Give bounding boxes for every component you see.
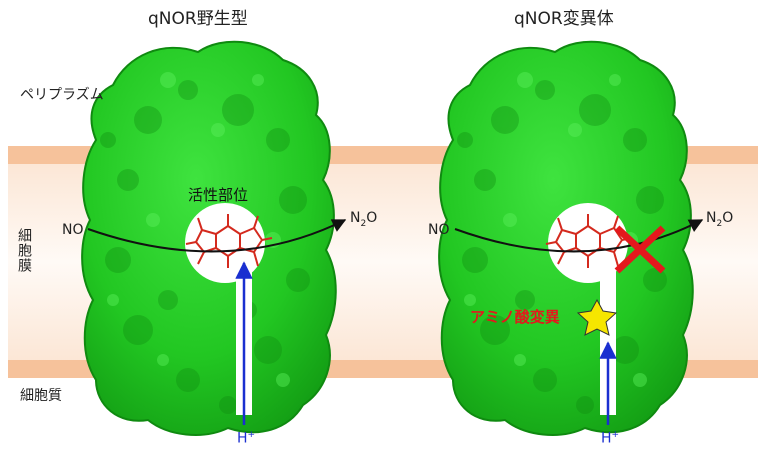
label-proton-wild-type: H+	[237, 430, 256, 447]
label-membrane: 細胞膜	[16, 228, 32, 273]
label-no-mutant: NO	[428, 222, 450, 238]
label-active-site: 活性部位	[188, 186, 249, 204]
no-reaction-arrow-mutant	[454, 219, 704, 253]
label-n2o-mutant: N2O	[706, 210, 734, 229]
label-proton-mutant: H+	[601, 430, 620, 447]
title-wild-type: qNOR野生型	[148, 9, 248, 29]
title-mutant: qNOR変異体	[514, 9, 614, 29]
no-reaction-arrow-wild-type	[87, 219, 347, 253]
proton-channel-mutant	[600, 265, 616, 415]
label-no-wild-type: NO	[62, 222, 84, 238]
label-periplasm: ペリプラズム	[20, 87, 104, 103]
yellow-star-icon	[576, 298, 618, 336]
red-cross-icon	[614, 225, 666, 274]
label-n2o-wild-type: N2O	[350, 210, 378, 229]
label-cytoplasm: 細胞質	[20, 388, 62, 404]
active-site-mutant	[548, 203, 628, 283]
label-amino-acid-mutation: アミノ酸変異	[470, 308, 560, 326]
